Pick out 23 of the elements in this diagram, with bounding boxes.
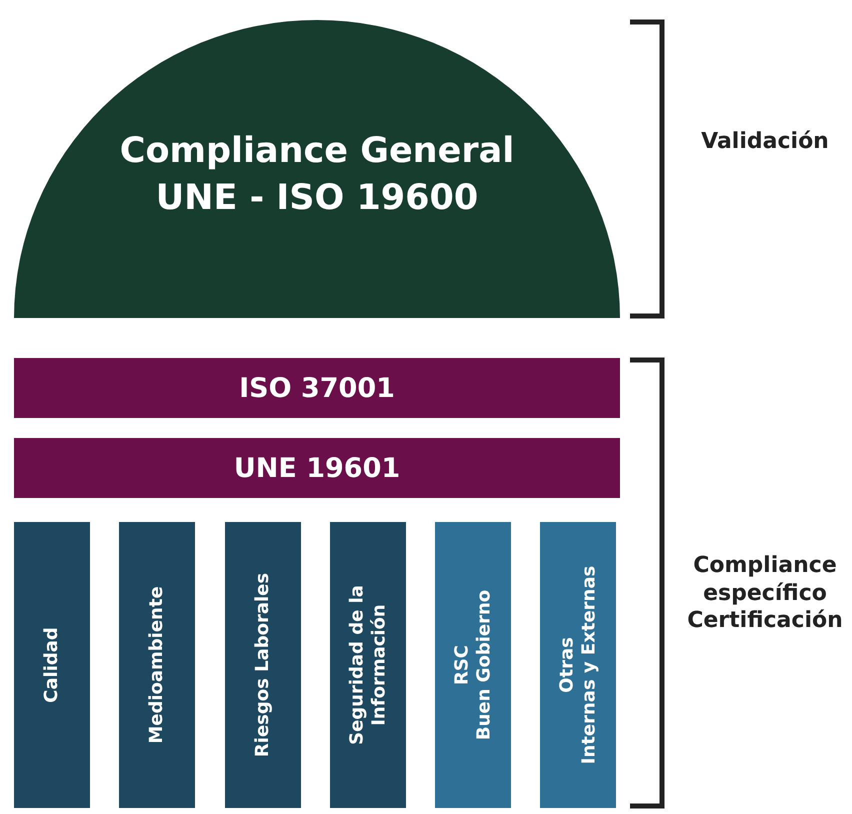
pillar-label: Riesgos Laborales (252, 572, 274, 758)
bar-label: ISO 37001 (239, 372, 395, 404)
dome-title: Compliance General (118, 130, 516, 173)
side-label: Validación (700, 128, 830, 156)
pillar-label: Internas y Externas (578, 566, 600, 764)
pillar-label: Seguridad de la Información (346, 585, 390, 745)
pillar (330, 522, 406, 808)
pillar (225, 522, 301, 808)
dome-title: UNE - ISO 19600 (154, 177, 480, 220)
standard-bar (14, 358, 620, 418)
pillar (540, 522, 616, 808)
pillar-label: Otras (556, 636, 578, 695)
bar-label: UNE 19601 (234, 452, 400, 484)
pillar (119, 522, 195, 808)
pillar (14, 522, 90, 808)
pillar-label: Buen Gobierno (473, 590, 495, 740)
pillar (435, 522, 511, 808)
standard-bar (14, 438, 620, 498)
pillar-label: RSC (451, 644, 473, 688)
side-label: Compliance específico Certificación (686, 552, 844, 634)
pillar-label: Calidad (41, 627, 63, 703)
dome-shape (14, 20, 620, 318)
pillar-label: Medioambiente (146, 586, 168, 744)
